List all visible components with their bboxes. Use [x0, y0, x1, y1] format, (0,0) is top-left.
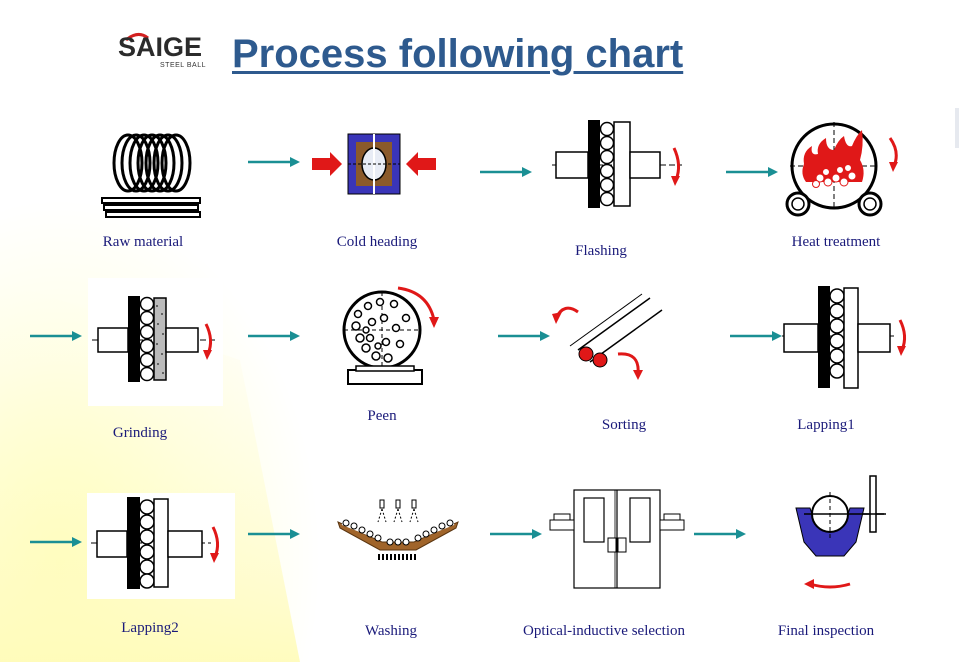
step-label-washing: Washing [364, 623, 418, 639]
step-label-sorting: Sorting [601, 417, 647, 433]
step-label-optical-inductive-selection: Optical-inductive selection [522, 623, 686, 639]
flashing-plates-icon [552, 120, 682, 208]
company-logo: SAIGE STEEL BALL [118, 32, 210, 74]
flow-arrow [248, 529, 300, 539]
flow-arrow [730, 331, 782, 341]
step-label-heat-treatment: Heat treatment [791, 234, 881, 250]
flow-arrow [726, 167, 778, 177]
wire-coil-icon [101, 133, 201, 218]
step-label-cold-heading: Cold heading [336, 234, 418, 250]
logo-text: SAIGE [118, 32, 203, 62]
lapping-plates-icon [782, 286, 907, 389]
cold-heading-die-icon [312, 133, 436, 195]
logo-subtext: STEEL BALL [160, 62, 206, 69]
flow-arrow [498, 331, 550, 341]
flow-arrow [694, 529, 746, 539]
step-label-lapping1: Lapping1 [797, 417, 855, 433]
flow-arrow [30, 331, 82, 341]
flow-arrow [480, 167, 532, 177]
step-label-lapping2: Lapping2 [121, 620, 179, 636]
flow-arrow [30, 537, 82, 547]
scroll-edge [955, 108, 959, 148]
page-title: Process following chart [232, 32, 684, 76]
peening-drum-icon [342, 286, 439, 385]
step-label-raw-material: Raw material [102, 234, 184, 250]
step-label-peen: Peen [367, 408, 397, 424]
step-label-flashing: Flashing [575, 243, 627, 259]
flow-arrow [248, 157, 300, 167]
step-label-final-inspection: Final inspection [777, 623, 875, 639]
sorting-rails-icon [552, 293, 663, 380]
inspection-cabinet-icon [549, 489, 685, 589]
flow-arrow [248, 331, 300, 341]
final-inspection-icon [795, 475, 886, 589]
logo-swoosh [125, 33, 149, 42]
furnace-icon [785, 122, 898, 217]
flow-arrow [490, 529, 542, 539]
grinding-plates-icon [88, 278, 223, 406]
lapping-plates-icon [87, 493, 235, 599]
step-label-grinding: Grinding [112, 425, 168, 441]
washing-conveyor-icon [337, 499, 459, 560]
